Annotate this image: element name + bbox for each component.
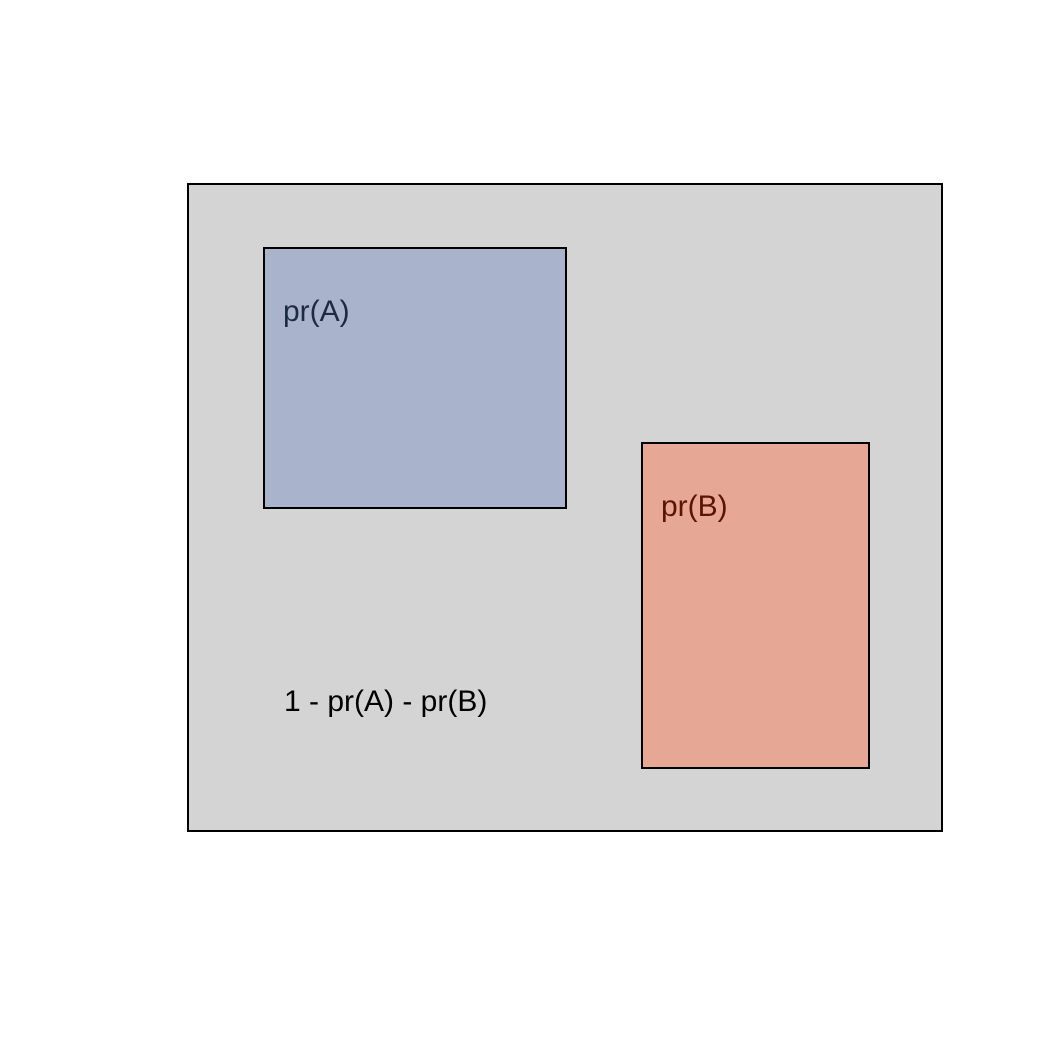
complement-label: 1 - pr(A) - pr(B): [284, 685, 488, 718]
event-b-label: pr(B): [661, 490, 728, 523]
event-b-rect: [641, 442, 870, 769]
event-a-rect: [263, 247, 567, 509]
event-a-label: pr(A): [283, 295, 350, 328]
